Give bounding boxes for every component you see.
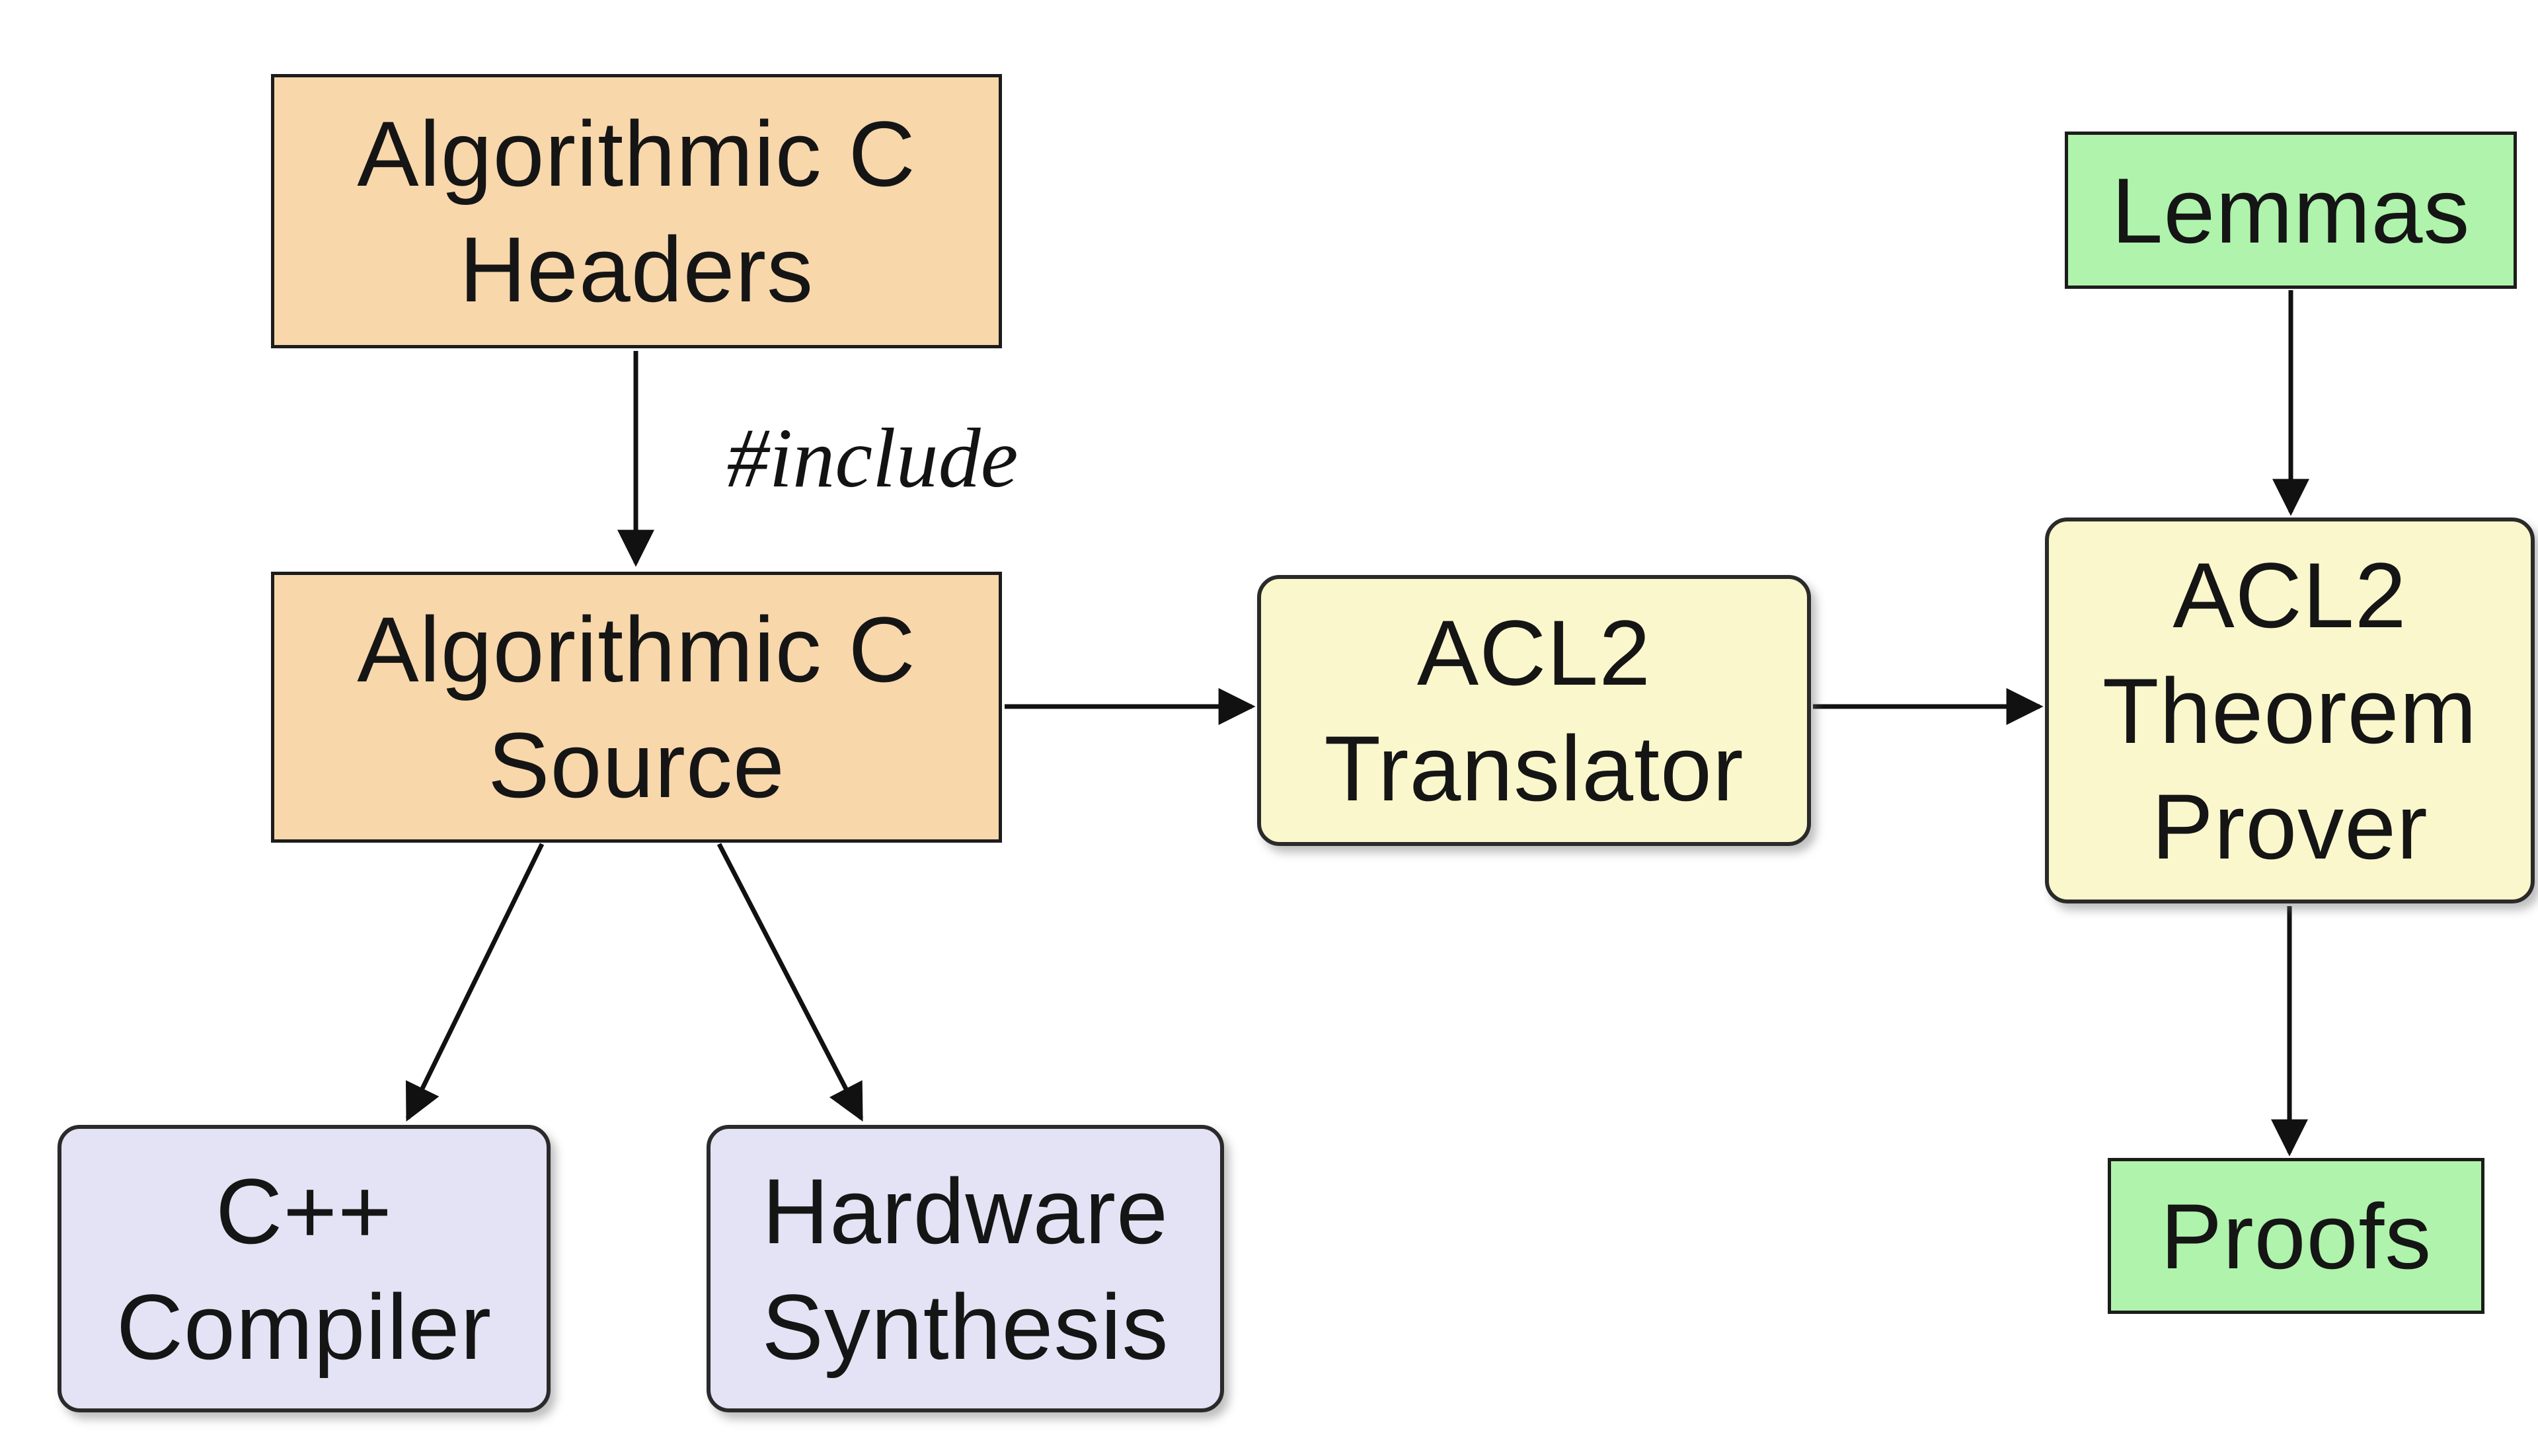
arrow-source-to-hw — [716, 843, 864, 1122]
node-hardware-synthesis: Hardware Synthesis — [707, 1125, 1224, 1412]
node-proofs: Proofs — [2108, 1158, 2484, 1314]
edge-label-include: #include — [726, 410, 1019, 505]
node-lemmas: Lemmas — [2065, 132, 2517, 289]
node-acl2-translator: ACL2 Translator — [1257, 575, 1811, 846]
node-algorithmic-c-source: Algorithmic C Source — [271, 572, 1002, 843]
arrow-source-to-cpp — [405, 843, 545, 1122]
node-acl2-theorem-prover: ACL2 Theorem Prover — [2045, 517, 2535, 903]
node-cpp-compiler: C++ Compiler — [58, 1125, 551, 1412]
node-algorithmic-c-headers: Algorithmic C Headers — [271, 74, 1002, 348]
